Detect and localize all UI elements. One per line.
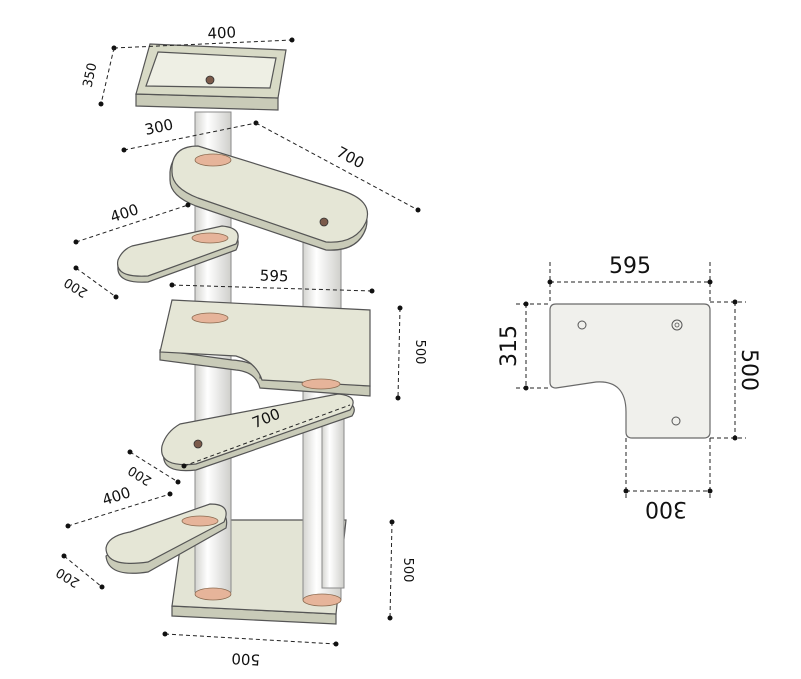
dimensions-3d: [61, 37, 421, 647]
top-bed: [135, 43, 287, 111]
label-lower-step-length: 400: [100, 483, 133, 509]
label-corner-depth: 500: [412, 340, 427, 365]
plate-hole-1: [577, 320, 587, 330]
label-top-shelf-width: 300: [143, 115, 175, 139]
cat-tree-3d: [105, 43, 371, 625]
plate-label-notch-height: 315: [497, 325, 522, 367]
plate-label-height: 500: [736, 349, 761, 391]
plate-hole-3: [671, 416, 681, 426]
label-bed-depth: 350: [81, 62, 101, 89]
plate-label-notch-width: 300: [645, 496, 687, 521]
top-shelf: [169, 145, 368, 251]
plate-hole-2: [671, 319, 683, 331]
plate-label-width: 595: [609, 254, 651, 279]
label-upper-step-width: 200: [62, 274, 91, 300]
label-base-width: 500: [231, 649, 261, 668]
lower-shelf: [161, 393, 355, 472]
label-lower-shelf-width: 200: [126, 462, 155, 488]
corner-shelf: [159, 299, 371, 397]
label-corner-width: 595: [260, 267, 289, 286]
corner-plate-drawing: 595 315 500 300: [497, 254, 761, 521]
corner-plate: [549, 303, 711, 439]
label-lower-step-width: 200: [54, 564, 83, 590]
label-base-depth: 500: [400, 558, 415, 583]
upper-step: [116, 225, 239, 283]
lower-step: [105, 503, 228, 574]
label-bed-width: 400: [207, 23, 237, 42]
